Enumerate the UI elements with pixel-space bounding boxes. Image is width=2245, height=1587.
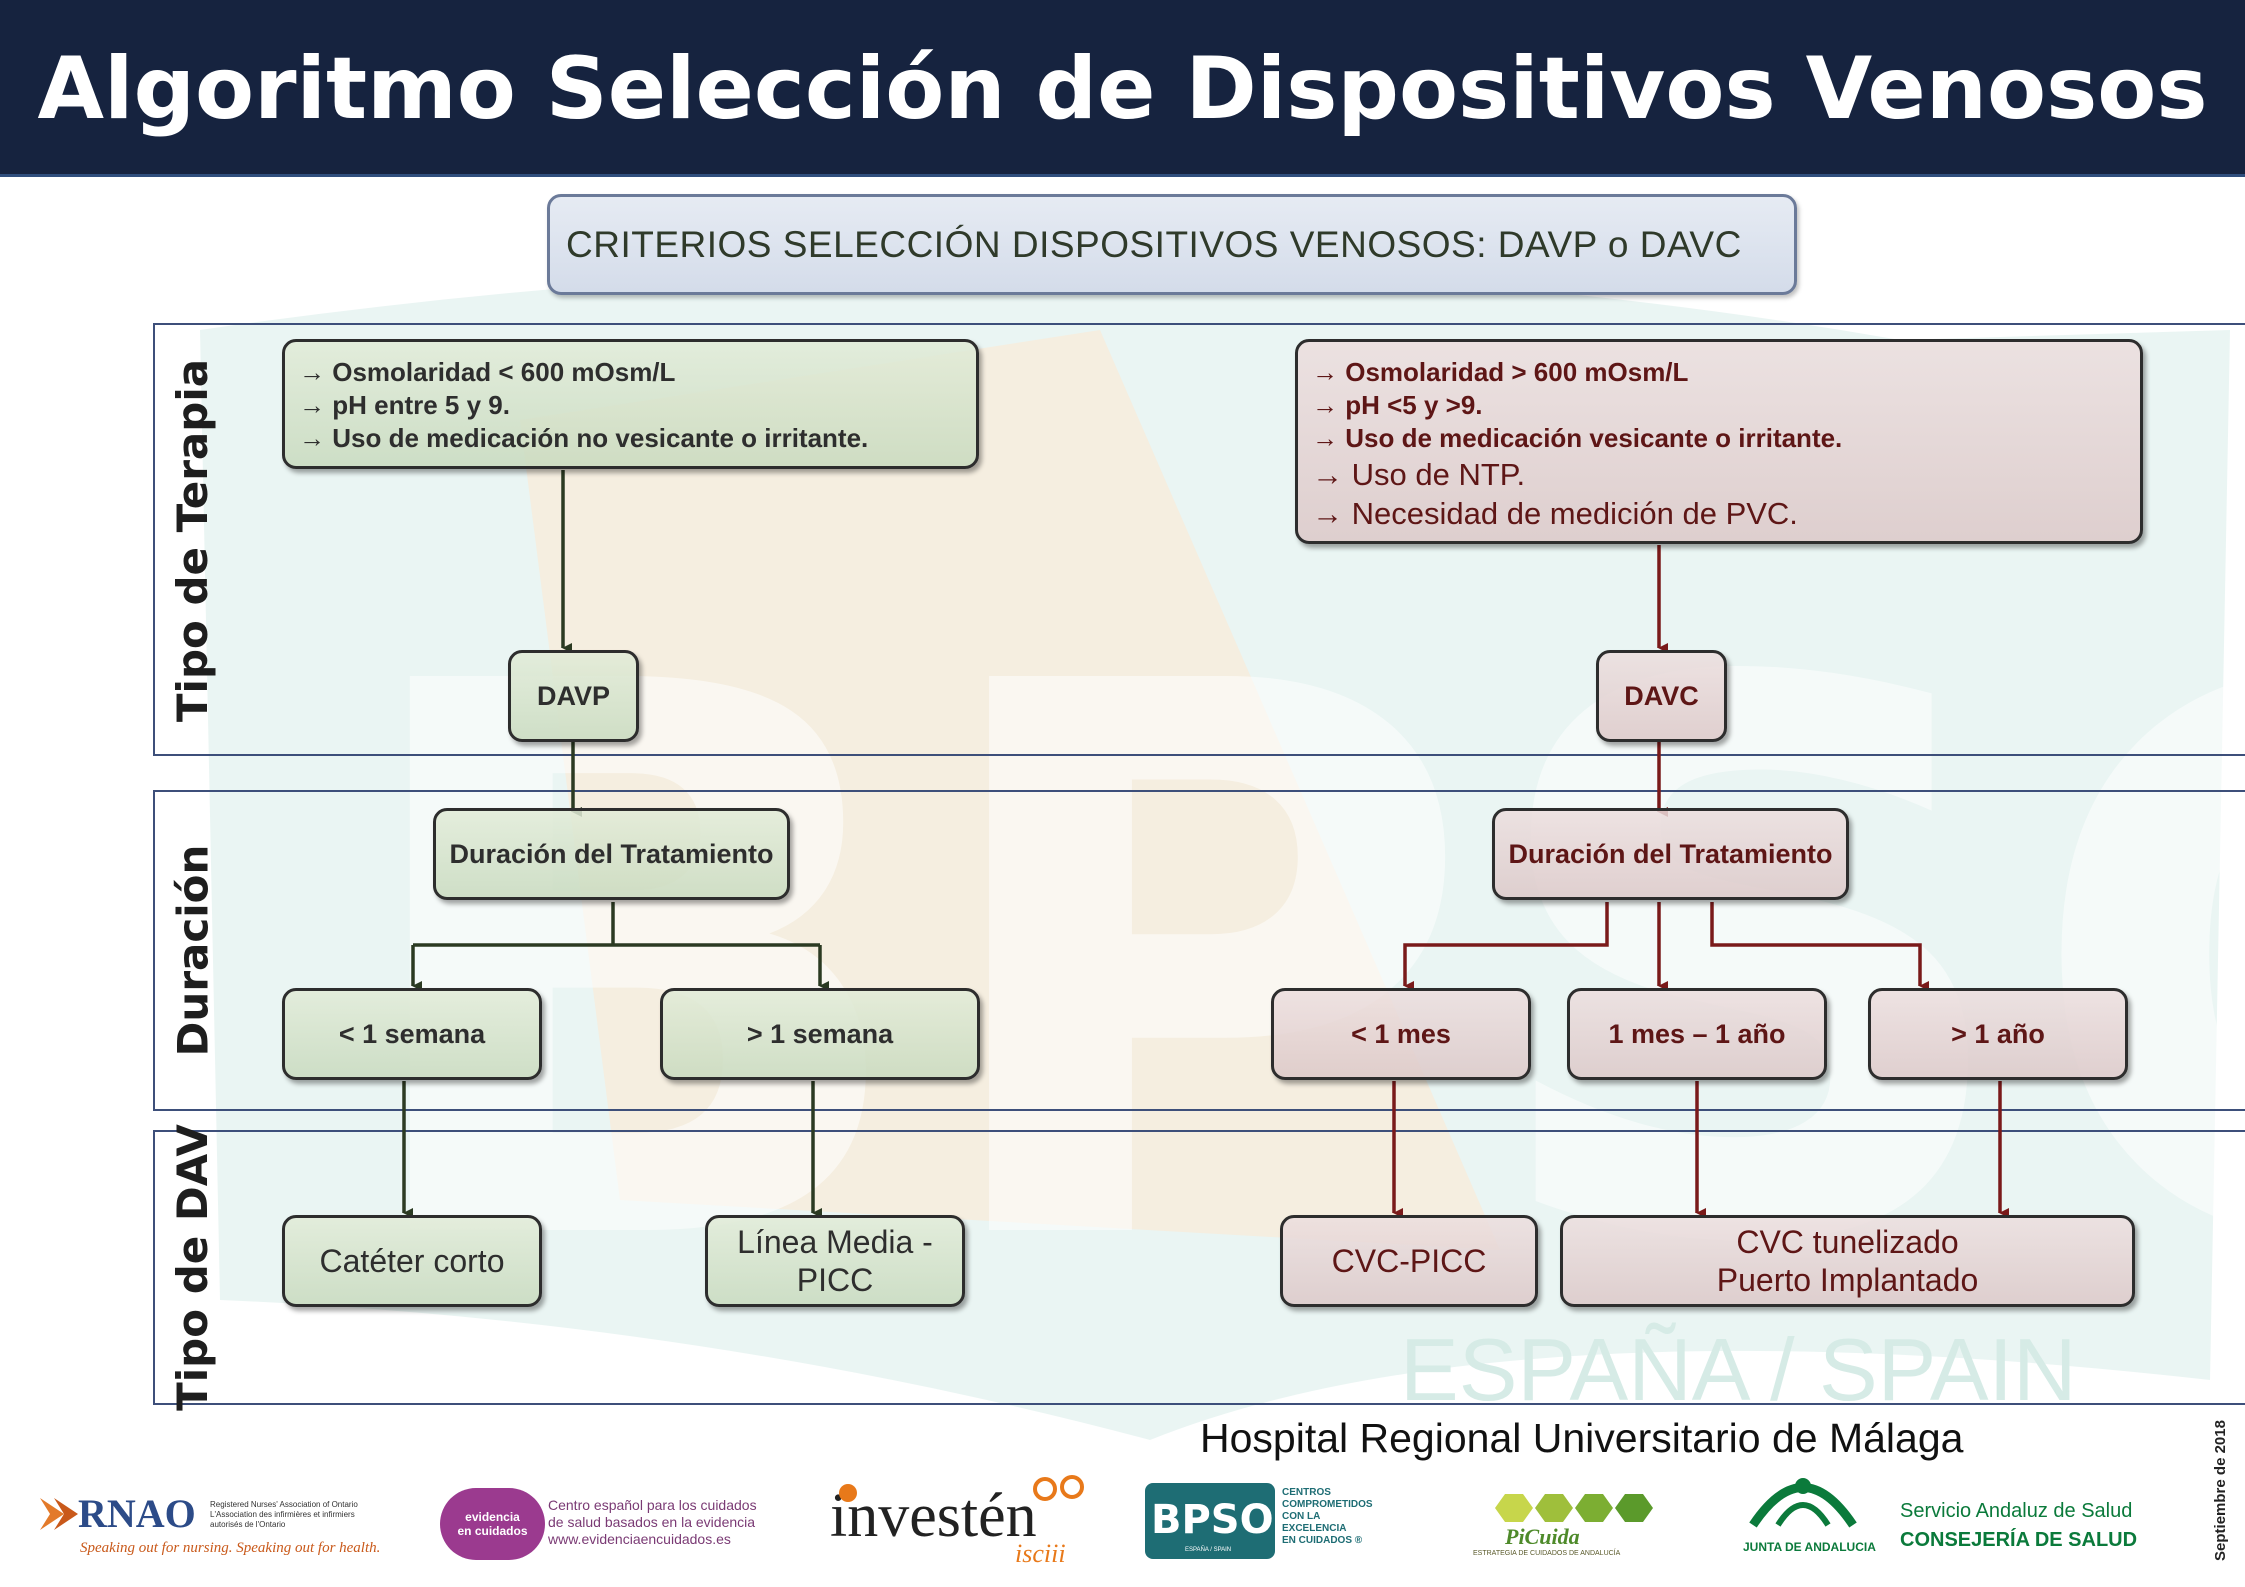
- picuida-hexagon-icon: [1495, 1494, 1653, 1522]
- outcome-cvc-picc: CVC-PICC: [1280, 1215, 1538, 1307]
- criteria-line: → Osmolaridad < 600 mOsm/L: [299, 357, 676, 387]
- duration-more-1-week: > 1 semana: [660, 988, 980, 1080]
- davp-duration-box: Duración del Tratamiento: [433, 808, 790, 900]
- bpso-name: BPSO: [1151, 1497, 1274, 1543]
- rnao-tagline: Speaking out for nursing. Speaking out f…: [80, 1540, 381, 1556]
- outcome-line: PICC: [796, 1262, 874, 1298]
- sas-line-2: CONSEJERÍA DE SALUD: [1900, 1529, 2138, 1551]
- evidencia-logo: evidencia en cuidados Centro español par…: [440, 1485, 780, 1565]
- junta-emblem-icon: [1749, 1478, 1857, 1528]
- duration-less-1-week: < 1 semana: [282, 988, 542, 1080]
- picuida-name: PiCuida: [1505, 1524, 1580, 1549]
- date-label: Septiembre de 2018: [2211, 1419, 2229, 1561]
- rnao-desc: Registered Nurses' Association of Ontari…: [210, 1500, 358, 1529]
- rnao-logo: RNAO Registered Nurses' Association of O…: [40, 1490, 400, 1560]
- rnao-arrow-icon: [40, 1498, 78, 1530]
- header-bar: [0, 0, 2245, 177]
- investen-logo: investén isciii: [830, 1475, 1090, 1575]
- criteria-line: → Necesidad de medición de PVC.: [1312, 496, 1798, 531]
- outcome-line: Puerto Implantado: [1716, 1262, 1979, 1298]
- davp-box: DAVP: [508, 650, 639, 742]
- criteria-line: → Osmolaridad > 600 mOsm/L: [1312, 357, 1689, 387]
- outcome-cvc-tunelizado-puerto: CVC tunelizado Puerto Implantado: [1560, 1215, 2135, 1307]
- criteria-line: → Uso de medicación vesicante o irritant…: [1312, 423, 1843, 453]
- davc-criteria-box: → Osmolaridad > 600 mOsm/L → pH <5 y >9.…: [1295, 339, 2143, 544]
- criteria-line: → pH <5 y >9.: [1312, 390, 1483, 420]
- outcome-line: CVC tunelizado: [1736, 1224, 1959, 1260]
- watermark-subtext: ESPAÑA / SPAIN: [1400, 1320, 2077, 1419]
- duration-section: [153, 790, 2245, 1111]
- evidencia-desc: Centro español para los cuidados de salu…: [548, 1497, 757, 1547]
- outcome-cateter-corto: Catéter corto: [282, 1215, 542, 1307]
- criteria-line: → pH entre 5 y 9.: [299, 390, 510, 420]
- duration-less-1-month: < 1 mes: [1271, 988, 1531, 1080]
- hospital-name: Hospital Regional Universitario de Málag…: [1200, 1415, 1964, 1461]
- criteria-line: → Uso de medicación no vesicante o irrit…: [299, 423, 869, 453]
- page-title: Algoritmo Selección de Dispositivos Veno…: [37, 38, 2208, 139]
- davp-criteria-box: → Osmolaridad < 600 mOsm/L → pH entre 5 …: [282, 339, 979, 469]
- bpso-desc: CENTROS COMPROMETIDOS CON LA EXCELENCIA …: [1282, 1487, 1373, 1546]
- junta-logo: JUNTA DE ANDALUCIA: [1735, 1470, 1876, 1560]
- outcome-linea-media-picc: Línea Media - PICC: [705, 1215, 965, 1307]
- therapy-section: [153, 323, 2245, 756]
- duration-1-month-1-year: 1 mes – 1 año: [1567, 988, 1827, 1080]
- investen-sub: isciii: [1015, 1539, 1066, 1568]
- criteria-line: → Uso de NTP.: [1312, 457, 1526, 492]
- outcome-line: Línea Media -: [737, 1224, 933, 1260]
- rnao-name: RNAO: [78, 1491, 196, 1536]
- dav-section: [153, 1130, 2245, 1405]
- davc-duration-box: Duración del Tratamiento: [1492, 808, 1849, 900]
- junta-name: JUNTA DE ANDALUCIA: [1743, 1540, 1876, 1554]
- bpso-small: ESPAÑA / SPAIN: [1185, 1547, 1232, 1553]
- investen-dots-icon: [839, 1475, 1084, 1502]
- davc-box: DAVC: [1596, 650, 1727, 742]
- bpso-badge: [1145, 1483, 1275, 1559]
- sas-line-1: Servicio Andaluz de Salud: [1900, 1500, 2133, 1522]
- evidencia-badge: evidencia en cuidados: [440, 1488, 545, 1560]
- duration-more-1-year: > 1 año: [1868, 988, 2128, 1080]
- sas-logo: Servicio Andaluz de Salud CONSEJERÍA DE …: [1900, 1500, 2160, 1560]
- investen-name: investén: [830, 1482, 1037, 1550]
- bpso-logo: BPSO ESPAÑA / SPAIN CENTROS COMPROMETIDO…: [1145, 1483, 1405, 1563]
- picuida-logo: PiCuida ESTRATEGIA DE CUIDADOS DE ANDALU…: [1465, 1490, 1665, 1560]
- picuida-desc: ESTRATEGIA DE CUIDADOS DE ANDALUCÍA: [1473, 1550, 1621, 1557]
- criteria-header: CRITERIOS SELECCIÓN DISPOSITIVOS VENOSOS…: [547, 194, 1797, 295]
